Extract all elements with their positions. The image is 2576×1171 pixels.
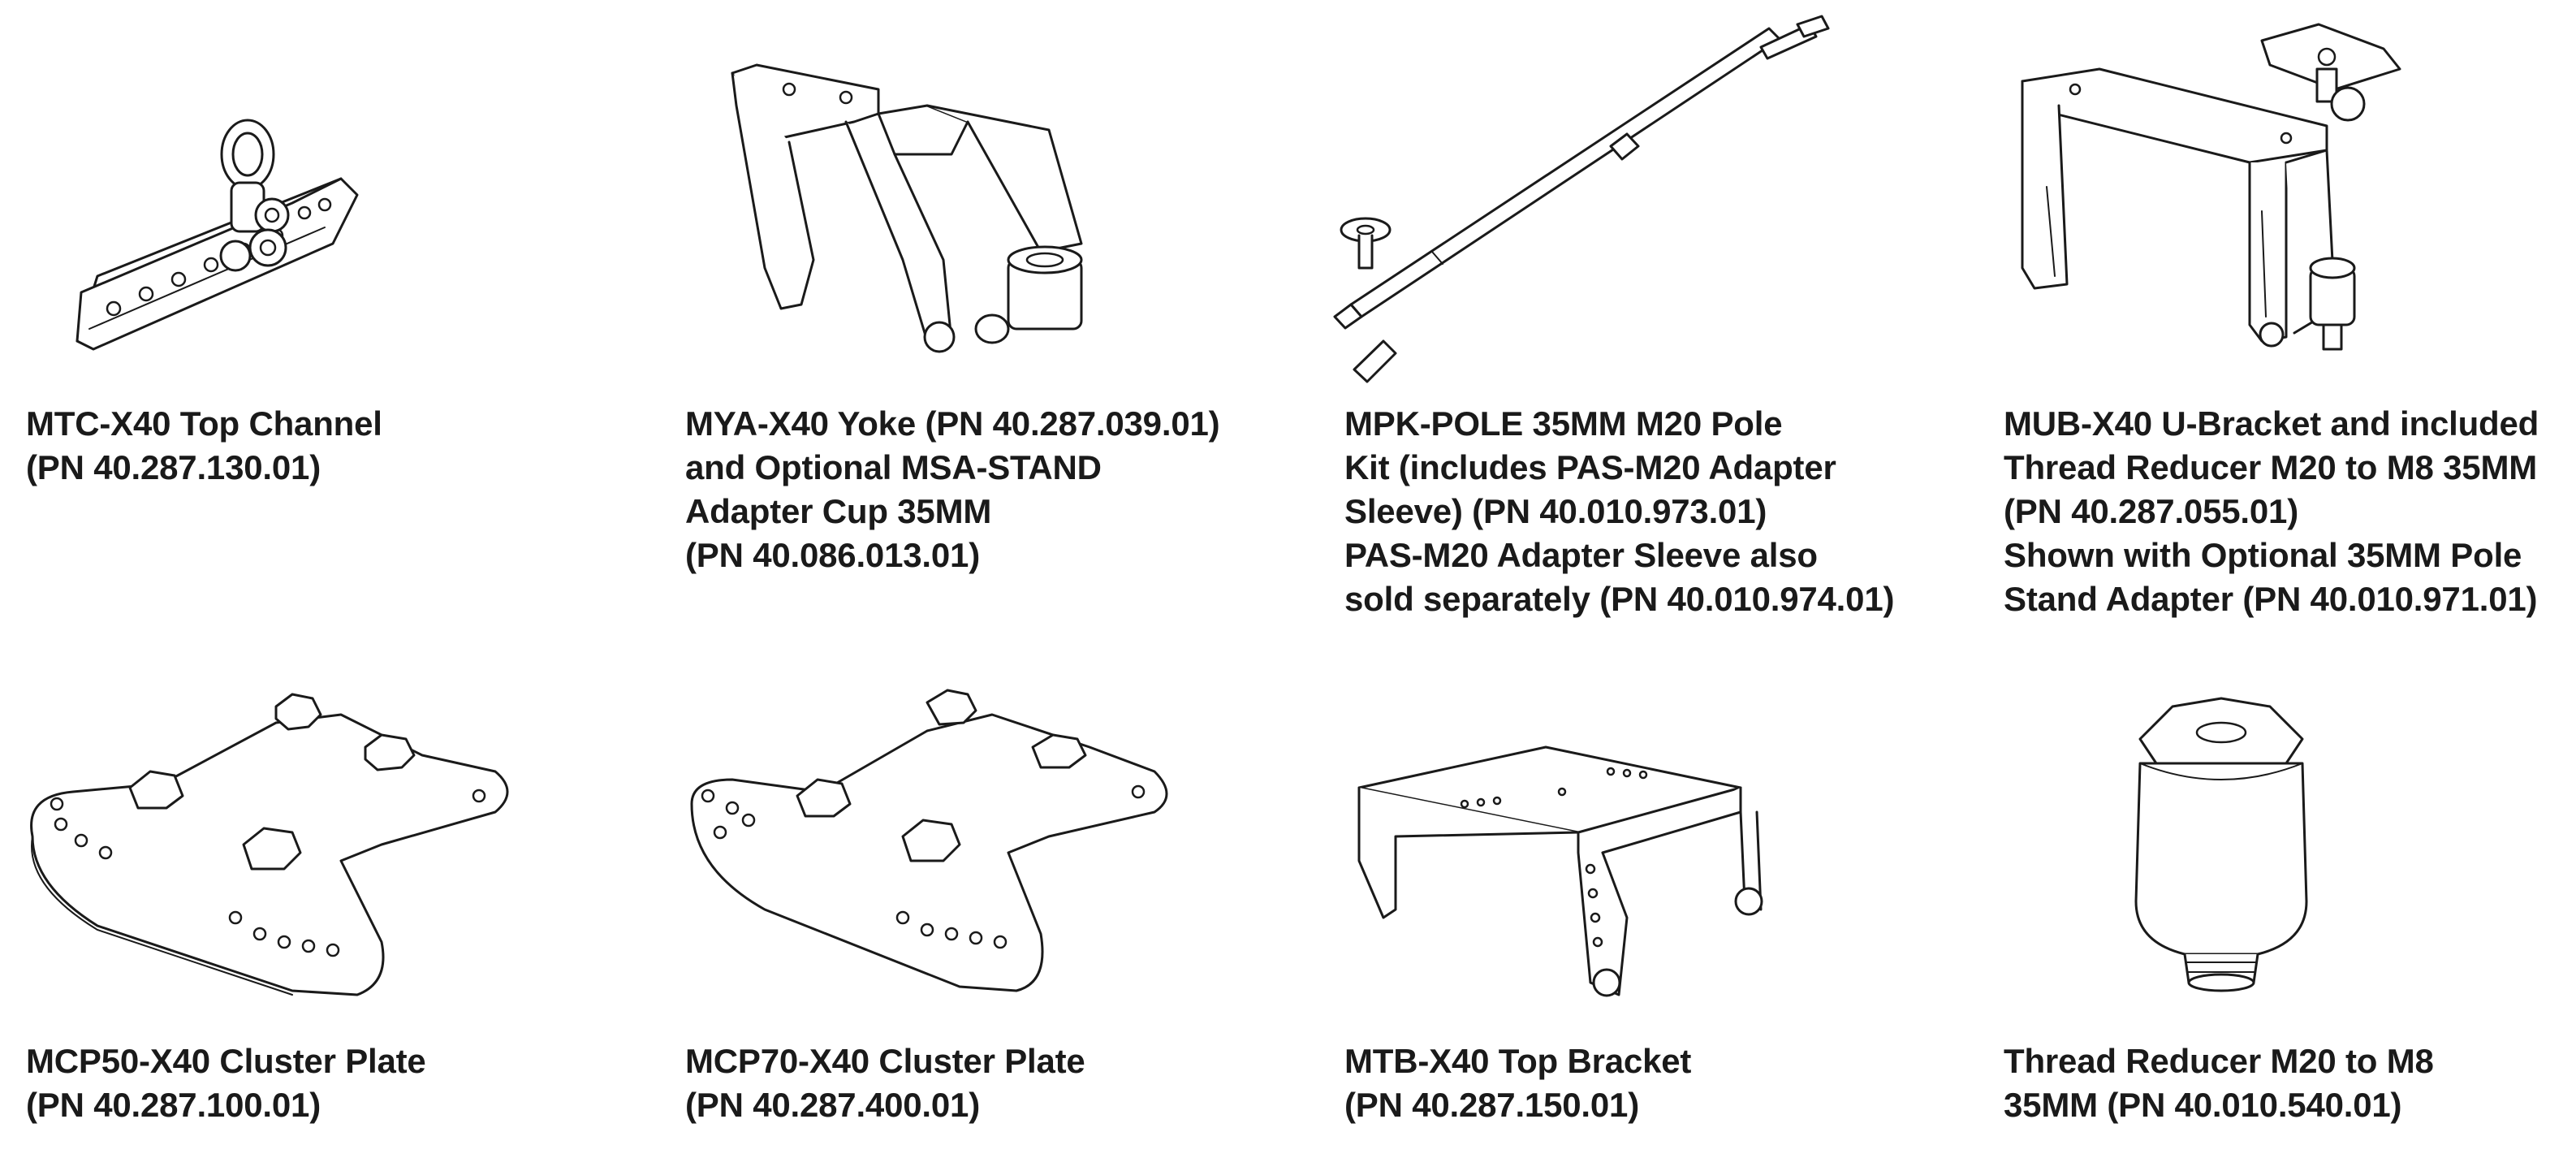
item-mya-x40: MYA-X40 Yoke (PN 40.287.039.01) and Opti… [659, 0, 1292, 585]
caption-line: Thread Reducer M20 to M8 [2004, 1042, 2434, 1080]
thread-reducer-illustration [1978, 674, 2576, 1015]
caption-line: (PN 40.287.400.01) [685, 1086, 980, 1124]
caption-line: Thread Reducer M20 to M8 35MM [2004, 448, 2538, 486]
caption-line: MCP50-X40 Cluster Plate [26, 1042, 426, 1080]
u-bracket-illustration [1978, 0, 2576, 357]
cluster-plate-50-illustration [0, 674, 633, 1015]
caption-line: MUB-X40 U-Bracket and included [2004, 404, 2539, 443]
item-mpk-pole: MPK-POLE 35MM M20 Pole Kit (includes PAS… [1318, 0, 1952, 618]
item-mtb-x40: MTB-X40 Top Bracket (PN 40.287.150.01) [1318, 674, 1952, 1171]
caption-line: Stand Adapter (PN 40.010.971.01) [2004, 580, 2538, 618]
yoke-illustration [659, 0, 1292, 357]
caption-thread-reducer: Thread Reducer M20 to M8 35MM (PN 40.010… [2004, 1039, 2434, 1127]
caption-line: Shown with Optional 35MM Pole [2004, 536, 2522, 574]
caption-line: 35MM (PN 40.010.540.01) [2004, 1086, 2402, 1124]
caption-line: MPK-POLE 35MM M20 Pole [1344, 404, 1783, 443]
item-mcp70-x40: MCP70-X40 Cluster Plate (PN 40.287.400.0… [659, 674, 1292, 1171]
top-bracket-illustration [1318, 674, 1952, 1015]
item-mcp50-x40: MCP50-X40 Cluster Plate (PN 40.287.100.0… [0, 674, 633, 1171]
caption-line: MYA-X40 Yoke (PN 40.287.039.01) [685, 404, 1220, 443]
caption-line: (PN 40.287.100.01) [26, 1086, 321, 1124]
caption-line: Kit (includes PAS-M20 Adapter [1344, 448, 1836, 486]
caption-line: (PN 40.086.013.01) [685, 536, 980, 574]
cluster-plate-70-illustration [659, 674, 1292, 1015]
caption-mcp70-x40: MCP70-X40 Cluster Plate (PN 40.287.400.0… [685, 1039, 1085, 1127]
caption-mtc-x40: MTC-X40 Top Channel (PN 40.287.130.01) [26, 402, 382, 490]
caption-mpk-pole: MPK-POLE 35MM M20 Pole Kit (includes PAS… [1344, 402, 1894, 621]
caption-line: Adapter Cup 35MM [685, 492, 992, 530]
item-mtc-x40: MTC-X40 Top Channel (PN 40.287.130.01) [0, 0, 633, 585]
caption-line: PAS-M20 Adapter Sleeve also [1344, 536, 1818, 574]
caption-line: MTB-X40 Top Bracket [1344, 1042, 1692, 1080]
caption-line: MCP70-X40 Cluster Plate [685, 1042, 1085, 1080]
caption-line: (PN 40.287.130.01) [26, 448, 321, 486]
item-thread-reducer: Thread Reducer M20 to M8 35MM (PN 40.010… [1978, 674, 2576, 1171]
caption-mcp50-x40: MCP50-X40 Cluster Plate (PN 40.287.100.0… [26, 1039, 426, 1127]
top-channel-illustration [0, 0, 633, 357]
caption-line: (PN 40.287.055.01) [2004, 492, 2298, 530]
caption-mub-x40: MUB-X40 U-Bracket and included Thread Re… [2004, 402, 2539, 621]
pole-kit-illustration [1318, 0, 1952, 357]
caption-mtb-x40: MTB-X40 Top Bracket (PN 40.287.150.01) [1344, 1039, 1691, 1127]
caption-mya-x40: MYA-X40 Yoke (PN 40.287.039.01) and Opti… [685, 402, 1220, 577]
caption-line: (PN 40.287.150.01) [1344, 1086, 1639, 1124]
caption-line: and Optional MSA-STAND [685, 448, 1102, 486]
caption-line: sold separately (PN 40.010.974.01) [1344, 580, 1895, 618]
item-mub-x40: MUB-X40 U-Bracket and included Thread Re… [1978, 0, 2576, 618]
caption-line: Sleeve) (PN 40.010.973.01) [1344, 492, 1767, 530]
caption-line: MTC-X40 Top Channel [26, 404, 382, 443]
